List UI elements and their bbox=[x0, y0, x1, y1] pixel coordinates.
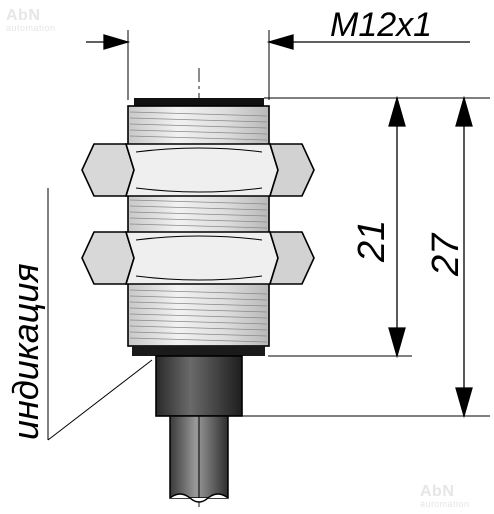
thread-extension-lines bbox=[127, 30, 270, 100]
dimension-21-line bbox=[388, 95, 406, 359]
cable bbox=[169, 415, 229, 503]
watermark-sub-2: automation bbox=[420, 499, 470, 509]
watermark-top-left: AbN automation bbox=[6, 8, 56, 33]
dimension-27-label: 27 bbox=[425, 232, 467, 277]
watermark-bottom-right: AbN automation bbox=[420, 484, 470, 509]
indicator-ring bbox=[132, 346, 265, 356]
indicator-label: индикация bbox=[5, 263, 46, 440]
length-extension-lines bbox=[242, 97, 490, 417]
thread-dimension-line bbox=[86, 34, 470, 50]
watermark-brand: AbN bbox=[6, 7, 41, 24]
watermark-sub: automation bbox=[6, 23, 56, 33]
indicator-leader bbox=[47, 188, 153, 441]
lower-nut bbox=[81, 231, 315, 285]
thread-lines bbox=[129, 111, 268, 343]
rear-housing bbox=[155, 355, 243, 417]
dimension-27-line bbox=[455, 95, 473, 419]
sensor-front-cap bbox=[134, 98, 264, 106]
watermark-brand-2: AbN bbox=[420, 483, 455, 500]
thread-size-label: M12x1 bbox=[330, 6, 432, 44]
upper-nut bbox=[81, 143, 315, 197]
dimension-21-label: 21 bbox=[351, 220, 393, 263]
